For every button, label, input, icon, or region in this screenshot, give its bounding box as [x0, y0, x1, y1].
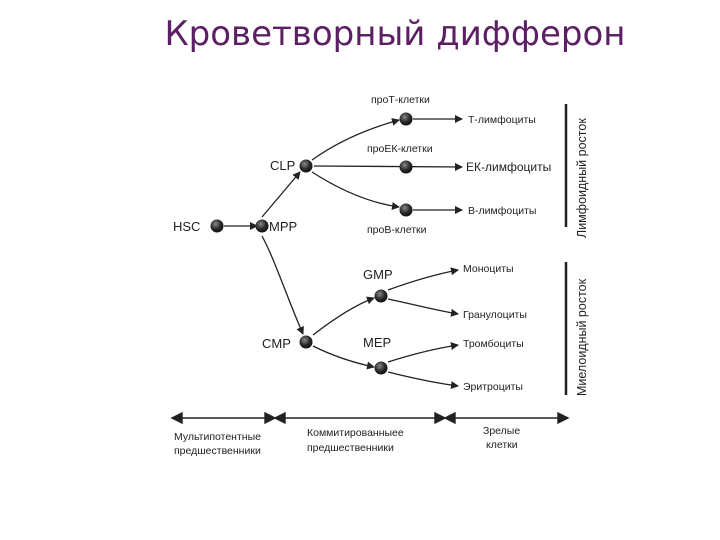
- arrow-clp-prob: [311, 171, 400, 211]
- stage-arrow-right: [557, 411, 570, 425]
- cell-prot: [399, 112, 413, 126]
- arrow-clp-pronk: [313, 162, 463, 171]
- stage-arrow-mid1-left: [264, 411, 277, 425]
- stage-arrow-mid2-left: [434, 411, 447, 425]
- label-monocytes: Моноциты: [463, 263, 514, 275]
- label-pro-b: проВ-клетки: [367, 224, 427, 236]
- label-mep: MEP: [363, 335, 391, 350]
- label-pro-nk: проЕК-клетки: [367, 143, 433, 155]
- stage-committed-line2: предшественники: [307, 442, 394, 454]
- stage-mature-line1: Зрелые: [483, 425, 520, 437]
- label-pro-t: проТ-клетки: [371, 94, 430, 106]
- label-t-lymph: Т-лимфоциты: [468, 114, 536, 126]
- stage-committed-line1: Коммитированныее: [307, 427, 404, 439]
- label-hsc: HSC: [173, 219, 200, 234]
- label-clp: CLP: [270, 158, 295, 173]
- label-erythrocytes: Эритроциты: [463, 381, 523, 393]
- label-granulocytes: Гранулоциты: [463, 309, 527, 321]
- label-b-lymph: В-лимфоциты: [468, 205, 536, 217]
- cell-pronk: [399, 160, 413, 174]
- arrow-cmp-mep: [312, 345, 375, 370]
- stage-arrow-left: [170, 411, 183, 425]
- stage-mature-line2: клетки: [486, 439, 518, 451]
- arrow-cmp-gmp: [312, 296, 375, 336]
- arrow-gmp-mono: [387, 267, 459, 291]
- stage-arrow-mid2-right: [443, 411, 456, 425]
- stage-multipotent-line1: Мультипотентные: [174, 431, 261, 443]
- cell-prob: [399, 203, 413, 217]
- arrow-mpp-cmp: [261, 235, 304, 335]
- arrow-mpp-clp: [261, 171, 301, 218]
- arrow-mep-thromb: [387, 342, 459, 363]
- arrow-clp-prot: [311, 118, 400, 161]
- label-nk-lymph: ЕК-лимфоциты: [466, 160, 551, 174]
- label-thrombocytes: Тромбоциты: [463, 338, 524, 350]
- slide-title: Кроветворный дифферон: [164, 14, 626, 54]
- arrow-mep-eryth: [387, 371, 459, 390]
- cell-mep: [374, 361, 388, 375]
- label-myeloid-lineage: Миелоидный росток: [575, 278, 589, 396]
- cell-hsc: [210, 219, 224, 233]
- cell-mpp: [255, 219, 269, 233]
- cell-clp: [299, 159, 313, 173]
- cell-gmp: [374, 289, 388, 303]
- label-lymphoid-lineage: Лимфоидный росток: [575, 118, 589, 238]
- cell-cmp: [299, 335, 313, 349]
- arrow-gmp-gran: [387, 298, 459, 317]
- stage-multipotent-line2: предшественники: [174, 445, 261, 457]
- stage-arrow-mid1-right: [273, 411, 286, 425]
- label-gmp: GMP: [363, 267, 393, 282]
- label-mpp: MPP: [269, 219, 297, 234]
- label-cmp: CMP: [262, 336, 291, 351]
